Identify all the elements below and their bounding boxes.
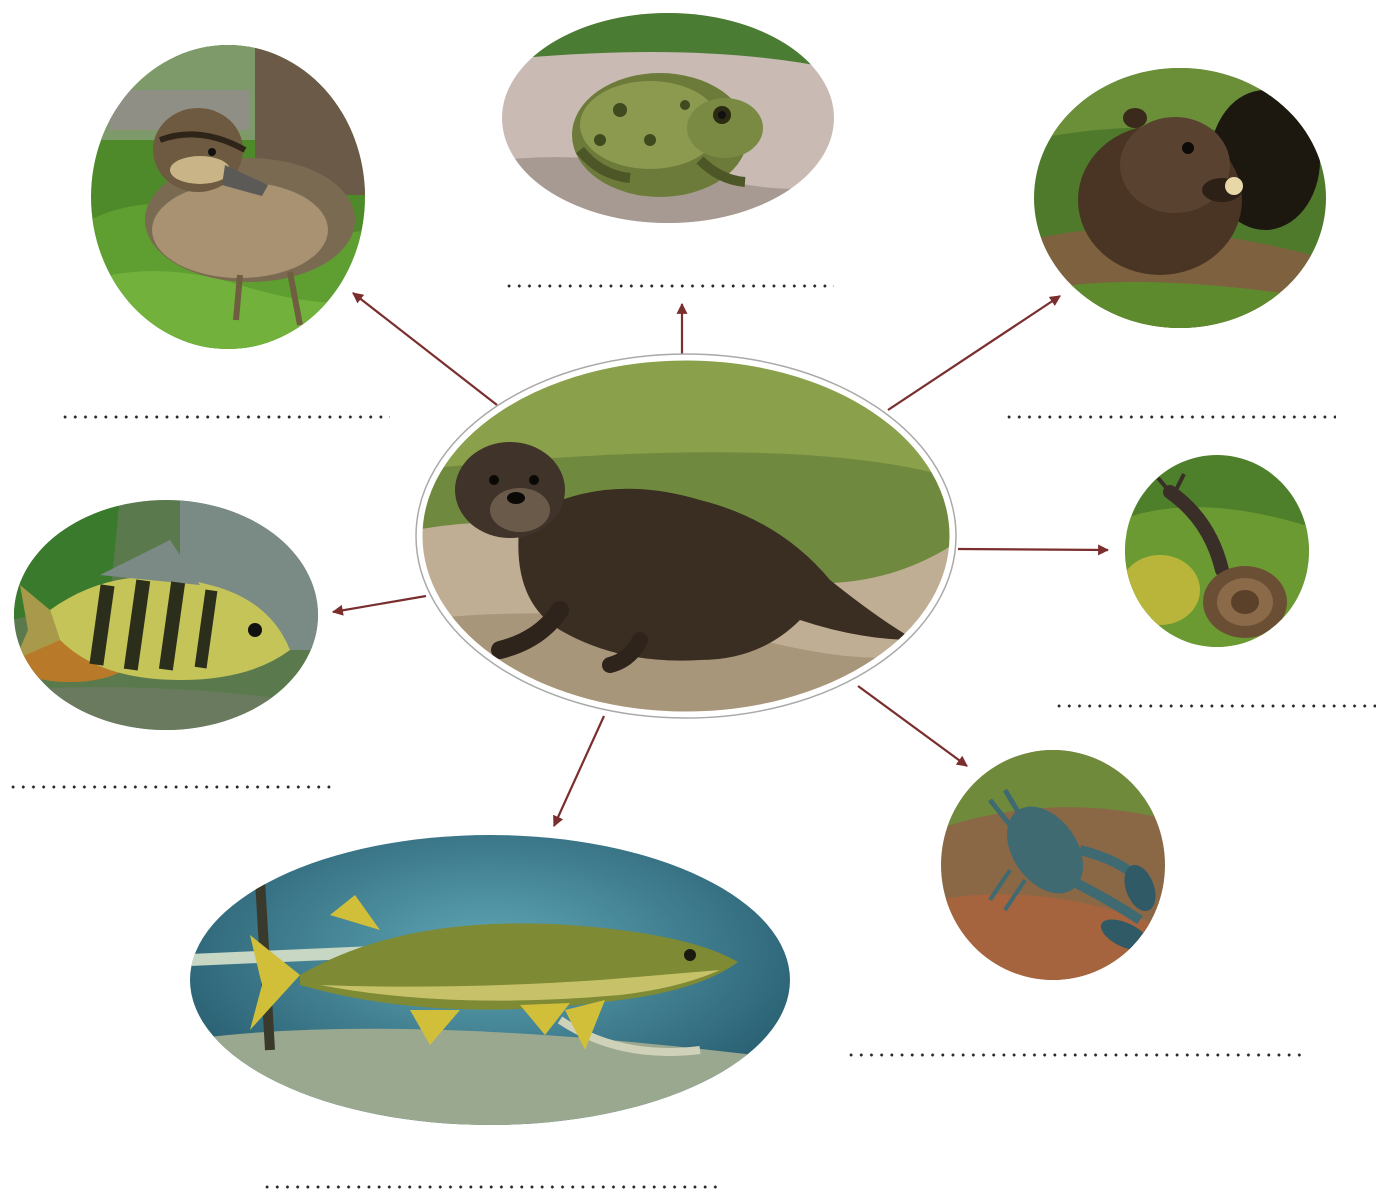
answer-line-duckling[interactable] [60,403,390,423]
snail-photo [1120,450,1320,650]
arrow-to-perch [333,596,426,612]
duckling-photo [85,40,375,360]
arrow-to-snail [958,549,1108,550]
toad-photo [500,10,840,230]
crayfish-photo [935,745,1170,985]
answer-line-snail[interactable] [1054,692,1376,712]
answer-line-water-vole[interactable] [1004,403,1336,423]
arrow-to-pike [554,716,604,826]
answer-line-perch[interactable] [8,773,336,793]
perch-photo [10,495,325,735]
pike-photo [185,830,795,1130]
arrow-to-duckling [353,293,497,405]
arrow-to-water-vole [888,296,1060,410]
answer-line-toad[interactable] [504,272,834,292]
arrow-to-crayfish [858,686,967,766]
answer-line-pike[interactable] [262,1173,717,1193]
water-vole-photo [1030,65,1330,335]
otter-photo [415,354,960,720]
answer-line-crayfish[interactable] [846,1041,1301,1061]
